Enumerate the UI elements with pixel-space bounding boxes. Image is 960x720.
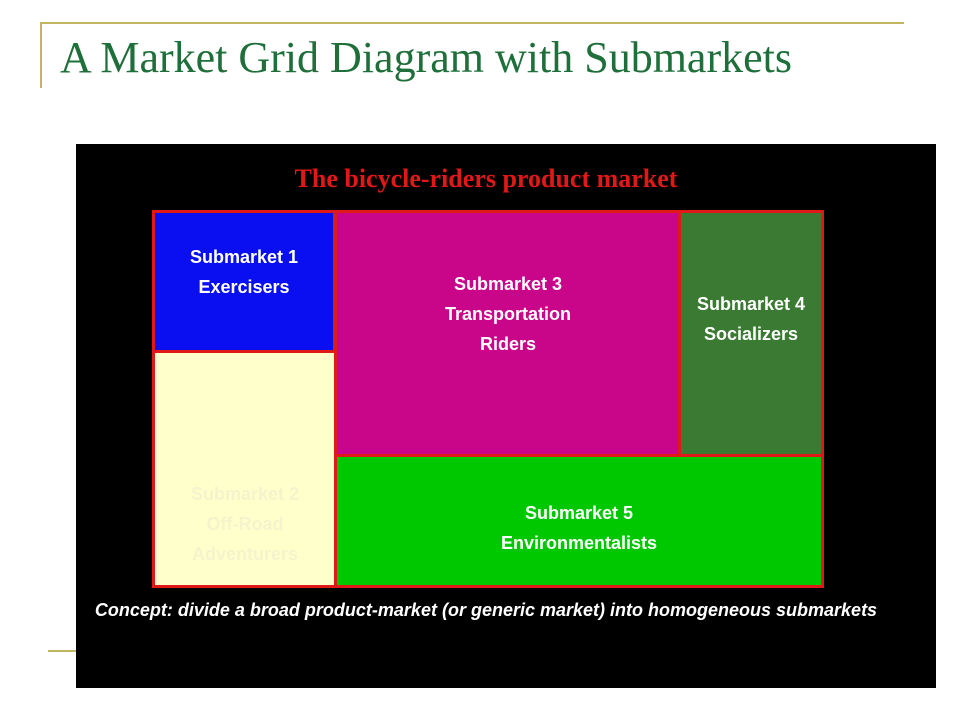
slide-title: A Market Grid Diagram with Submarkets [60,33,792,82]
submarket-3-name-line2: Riders [479,334,536,354]
submarket-3-number: Submarket 3 [453,274,563,294]
left-accent-rule [40,22,42,88]
submarket-5-cell: Submarket 5 Environmentalists [334,454,824,588]
submarket-4-cell: Submarket 4 Socializers [678,210,824,458]
submarket-4-number: Submarket 4 [696,294,806,314]
market-grid-panel: The bicycle-riders product market Submar… [76,144,936,688]
top-accent-rule [40,22,904,24]
submarket-1-cell: Submarket 1 Exercisers [152,210,336,354]
market-heading-text: The bicycle-riders product market [294,164,678,193]
submarket-2-cell: Submarket 2 Off-Road Adventurers [152,350,338,588]
submarket-5-name: Environmentalists [500,533,658,553]
submarket-5-number: Submarket 5 [524,503,634,523]
submarket-1-number: Submarket 1 [189,247,299,267]
bottom-accent-rule [48,650,78,652]
submarket-4-name: Socializers [703,324,799,344]
submarket-2-name-line1: Off-Road [206,514,284,534]
submarket-3-cell: Submarket 3 Transportation Riders [334,210,682,458]
submarket-2-number: Submarket 2 [190,484,300,504]
concept-line-2: homogeneous submarkets [648,600,878,620]
concept-caption: Concept: divide a broad product-market (… [76,596,896,624]
submarket-3-name-line1: Transportation [444,304,571,324]
submarket-1-name: Exercisers [198,277,290,297]
concept-line-1: Concept: divide a broad product-market (… [94,600,643,620]
market-heading: The bicycle-riders product market [76,164,936,194]
submarket-2-name-line2: Adventurers [191,544,298,564]
